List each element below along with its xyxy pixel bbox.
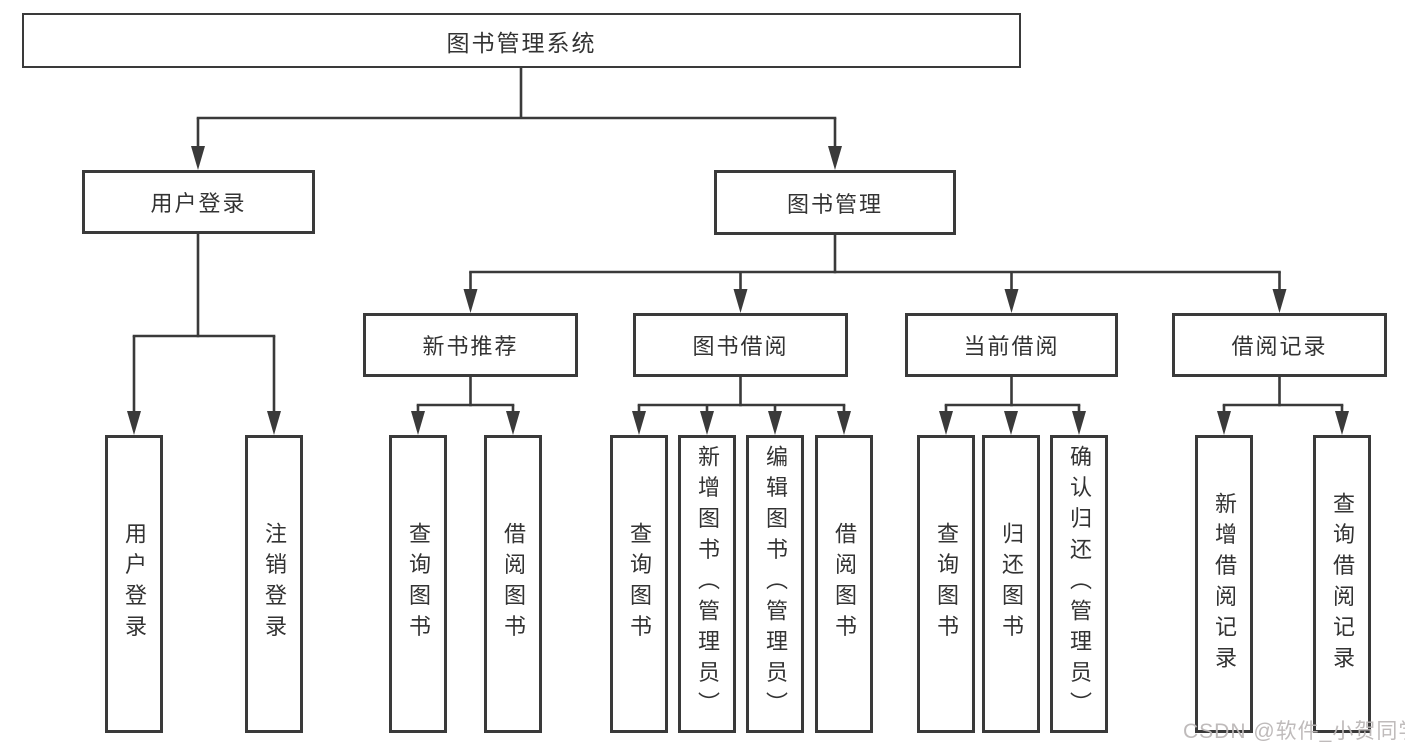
node-label: 新书推荐 <box>422 334 519 359</box>
leaf-borrow-books: 借阅图书 <box>815 435 873 733</box>
leaf-query-borrow-record: 查询借阅记录 <box>1313 435 1371 733</box>
csdn-watermark: CSDN @软件_小贺同学 <box>1183 720 1405 743</box>
node-user-login: 用户登录 <box>82 170 315 234</box>
node-label: 新增图书（管理员） <box>695 445 720 723</box>
node-library-management-system: 图书管理系统 <box>22 13 1021 68</box>
node-label: 查询图书 <box>406 522 431 646</box>
leaf-edit-book-admin: 编辑图书（管理员） <box>746 435 804 733</box>
leaf-query-books-borrow: 查询图书 <box>610 435 668 733</box>
node-label: 图书管理 <box>786 191 883 217</box>
leaf-add-book-admin: 新增图书（管理员） <box>678 435 736 733</box>
node-label: 编辑图书（管理员） <box>763 445 788 723</box>
node-label: 确认归还（管理员） <box>1067 445 1092 723</box>
node-label: 用户登录 <box>122 522 147 646</box>
leaf-logout: 注销登录 <box>245 435 303 733</box>
node-label: 借阅图书 <box>832 522 857 646</box>
node-label: 查询图书 <box>627 522 652 646</box>
leaf-confirm-return-admin: 确认归还（管理员） <box>1050 435 1108 733</box>
node-new-book-recommend: 新书推荐 <box>363 313 578 377</box>
node-label: 用户登录 <box>150 191 247 216</box>
leaf-query-books-recommend: 查询图书 <box>389 435 447 733</box>
node-label: 借阅记录 <box>1231 334 1328 359</box>
node-label: 图书管理系统 <box>446 29 597 56</box>
node-label: 归还图书 <box>999 522 1024 646</box>
node-label: 查询借阅记录 <box>1330 491 1355 677</box>
node-label: 当前借阅 <box>963 334 1060 359</box>
leaf-borrow-books-recommend: 借阅图书 <box>484 435 542 733</box>
node-label: 借阅图书 <box>501 522 526 646</box>
node-current-borrow: 当前借阅 <box>905 313 1118 377</box>
leaf-user-login: 用户登录 <box>105 435 163 733</box>
node-borrow-records: 借阅记录 <box>1172 313 1387 377</box>
node-label: 查询图书 <box>934 522 959 646</box>
node-book-management: 图书管理 <box>714 170 956 235</box>
node-label: 新增借阅记录 <box>1212 491 1237 677</box>
node-book-borrow: 图书借阅 <box>633 313 848 377</box>
node-label: 注销登录 <box>262 522 287 646</box>
leaf-return-book: 归还图书 <box>982 435 1040 733</box>
leaf-query-books-current: 查询图书 <box>917 435 975 733</box>
leaf-add-borrow-record: 新增借阅记录 <box>1195 435 1253 733</box>
node-label: 图书借阅 <box>692 334 789 359</box>
